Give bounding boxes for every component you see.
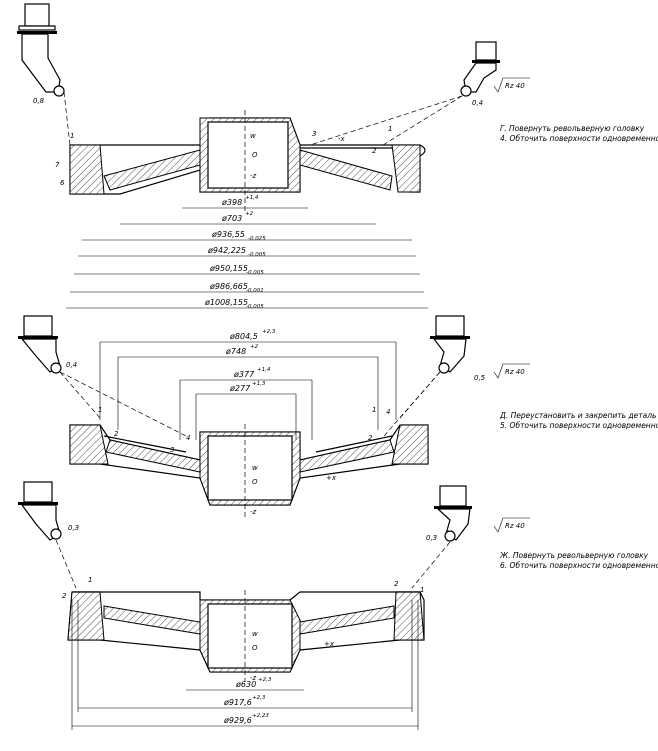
stage-2-note-2: 5. Обточить поверхности одновременно [500,421,658,430]
stage-3-note-1: Ж. Повернуть револьверную головку [499,551,649,560]
point-1-left-3: 1 [88,576,92,584]
dim-1-7: ø1008,155 [204,298,248,307]
axis-w-1: w [250,132,256,140]
svg-text:+2: +2 [245,211,254,217]
svg-text:-0,005: -0,005 [248,252,266,258]
stage-3-note-2: 6. Обточить поверхности одновременно [500,561,658,570]
dim-1-1: ø398 [221,198,242,207]
point-1-right-3: 1 [420,586,424,594]
point-2-left-3: 2 [62,592,67,600]
axis-o-1: O [252,151,258,159]
axis-x-1: -x [338,135,346,143]
axis-z-2: -z [250,508,257,516]
point-6: 6 [60,179,65,187]
point-2-left-2: 2 [114,430,119,438]
roughness-sign-3: Rz 40 [493,517,530,533]
dim-3-2: ø917,6 [223,698,252,707]
tool-right-1 [460,41,500,97]
stage-2-note-1: Д. Переустановить и закрепить деталь [499,411,656,420]
tool-left-1-radius: 0,8 [33,97,45,105]
point-2-right-2: 2 [368,434,373,442]
dim-2-2: ø748 [225,347,246,356]
point-3-2: 3 [170,446,174,454]
roughness-sign-2: Rz 40 [493,363,530,379]
point-7: 7 [55,161,60,169]
svg-text:+2,3: +2,3 [252,695,266,701]
dim-1-4: ø942,225 [207,246,246,255]
dim-2-4: ø277 [229,384,251,393]
tool-right-2-radius: 0,5 [474,374,486,382]
svg-text:+2,23: +2,23 [252,713,269,719]
axis-w-3: w [252,630,258,638]
axis-w-2: w [252,464,258,472]
tool-left-2-radius: 0,4 [66,361,77,369]
svg-text:+2,3: +2,3 [258,677,272,683]
dim-1-5: ø950,155 [209,264,248,273]
dim-1-3: ø936,55 [211,230,245,239]
tool-right-2 [430,315,470,374]
svg-text:+1,3: +1,3 [252,381,266,387]
wheel-section-1 [69,110,426,212]
point-1-right-2: 1 [372,406,376,414]
dim-3-3: ø929,6 [223,716,252,725]
svg-text:-0,005: -0,005 [246,304,264,310]
point-2-right-3: 2 [394,580,399,588]
svg-text:Rz 40: Rz 40 [505,82,525,90]
wheel-section-3 [67,590,425,682]
dim-2-3: ø377 [233,370,255,379]
tool-right-3 [434,485,472,542]
point-4-right-2: 4 [386,408,390,416]
tool-left-3-radius: 0,3 [68,524,79,532]
point-2: 2 [372,147,377,155]
dim-3-1: ø630 [235,680,256,689]
point-4-left-2: 4 [186,434,190,442]
axis-x-3: +x [324,640,335,648]
tool-left-2 [18,315,62,374]
svg-text:Rz 40: Rz 40 [505,522,525,530]
tool-left-1 [17,3,65,97]
point-1-right: 1 [388,125,392,133]
stage-2: 0,4 0,5 Rz 40 Д. Переустановить и закреп… [18,315,658,520]
stage-1-dimensions [66,207,428,309]
svg-text:+2: +2 [250,344,259,350]
axis-z-1: -z [250,172,257,180]
svg-text:+1,4: +1,4 [257,367,271,373]
tool-right-3-radius: 0,3 [426,534,437,542]
axis-o-3: O [252,644,258,652]
axis-o-2: O [252,478,258,486]
stage-3: 0,3 0,3 Rz 40 Ж. Повернуть револьверную … [18,481,658,730]
dim-1-2: ø703 [221,214,242,223]
stage-1: 0,8 0,4 Rz 40 Г. Повернуть револьверную … [17,3,658,310]
wheel-section-2 [69,424,429,520]
stage-3-dimensions [71,600,419,730]
svg-text:-0,005: -0,005 [246,270,264,276]
tool-left-3 [18,481,62,541]
axis-z-3: -z [250,674,257,682]
stage-1-note-2: 4. Обточить поверхности одновременно [500,134,658,143]
svg-text:-0,001: -0,001 [246,288,264,294]
dim-1-6: ø986,665 [209,282,248,291]
svg-text:Rz 40: Rz 40 [505,368,525,376]
point-3: 3 [312,130,316,138]
dim-2-1: ø804,5 [229,332,258,341]
point-1-left: 1 [70,132,74,140]
stage-2-dimensions [99,341,397,440]
axis-x-2: +x [326,474,337,482]
tool-right-1-radius: 0,4 [472,99,483,107]
stage-1-note-1: Г. Повернуть револьверную головку [500,124,645,133]
roughness-sign-1: Rz 40 [493,77,530,93]
svg-text:+2,3: +2,3 [262,329,276,335]
svg-text:+1,4: +1,4 [245,195,259,201]
svg-text:-0,025: -0,025 [248,236,266,242]
